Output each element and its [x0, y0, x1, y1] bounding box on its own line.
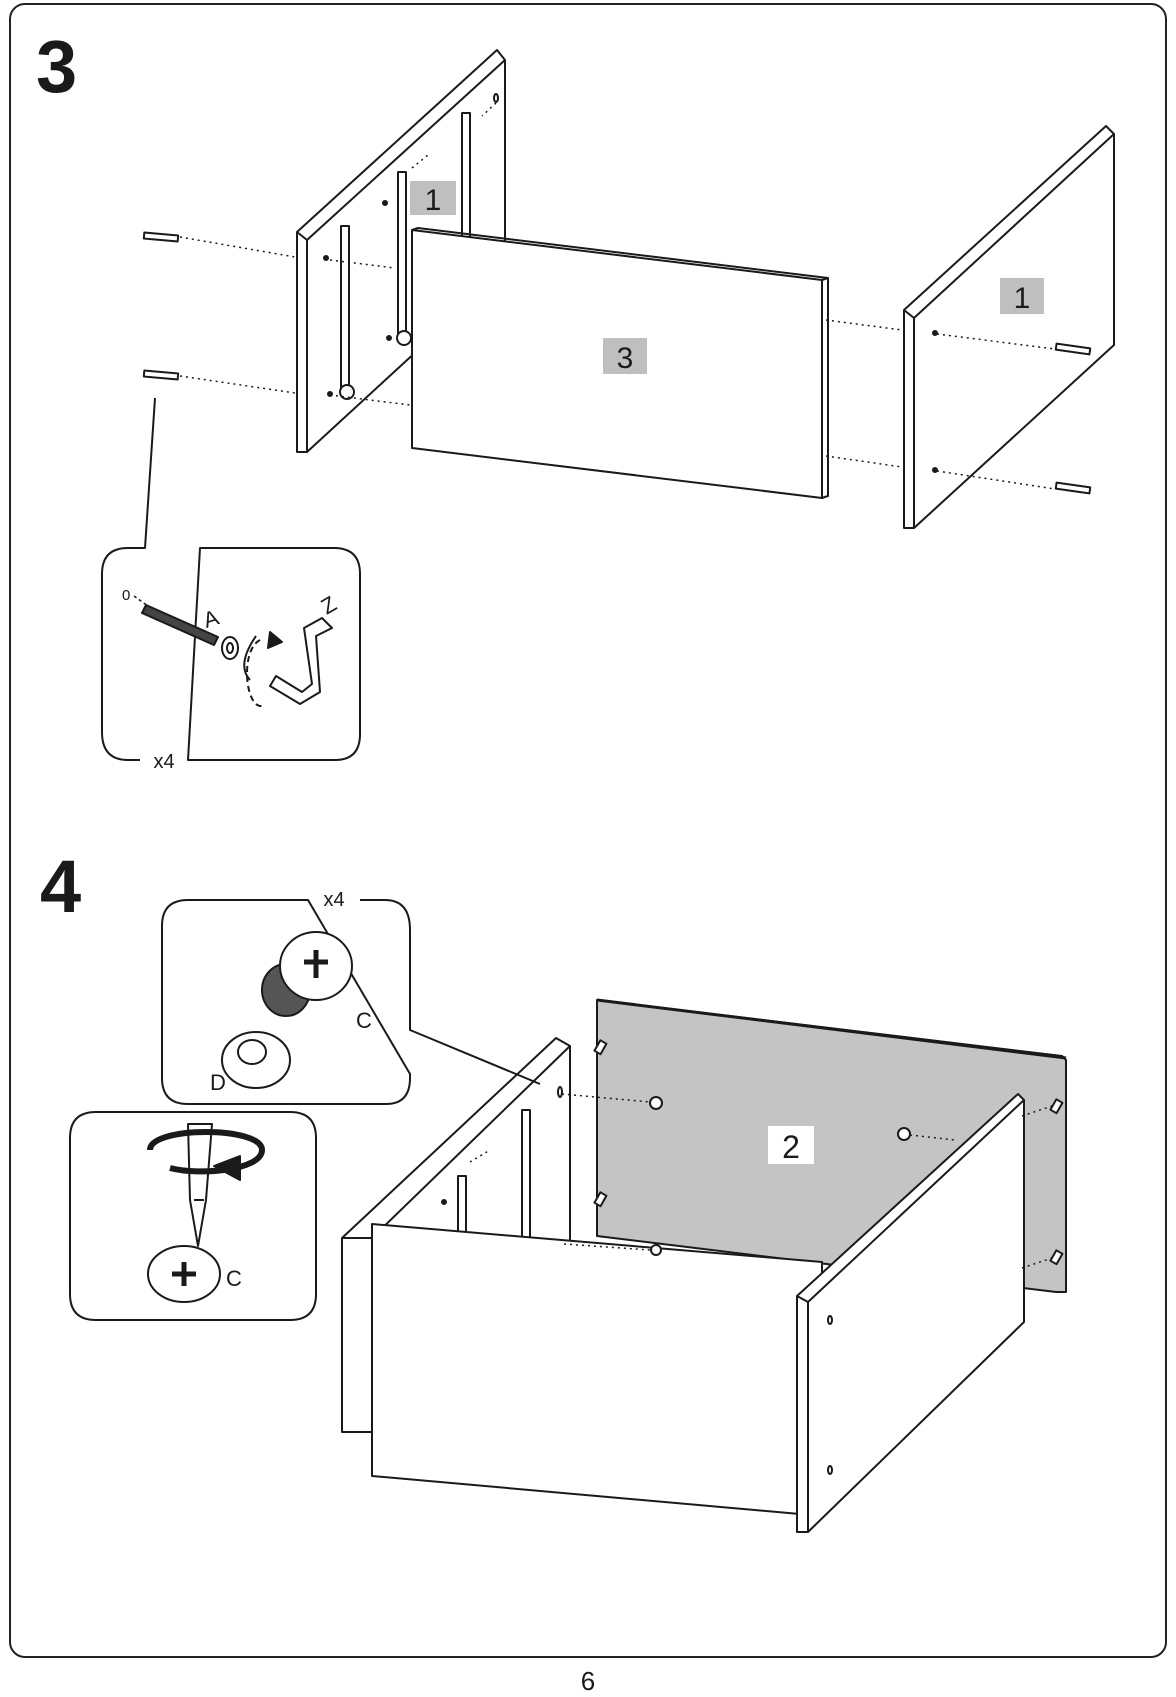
- cam-c-label: C: [356, 1008, 372, 1033]
- step-3-detail-callout: 0 A Z x4: [101, 397, 361, 773]
- part-label-box-front: [603, 338, 647, 374]
- part-label-side-left: 1: [425, 184, 442, 217]
- step-4-cam-callout: x4 C D: [161, 889, 541, 1105]
- screwdriver-cam-c-label: C: [226, 1266, 242, 1291]
- right-side-panel: [903, 125, 1115, 529]
- step-4-cam-quantity: x4: [323, 889, 344, 911]
- step-4-number: 4: [40, 845, 82, 928]
- step-3-drawing: 1 3 1: [101, 49, 1115, 773]
- rotation-arrow-icon: [267, 631, 283, 649]
- step-4-right-side: [796, 1093, 1025, 1533]
- key-z-label: Z: [317, 591, 341, 619]
- left-side-panel: [296, 49, 506, 453]
- part-label-box-back: [768, 1126, 814, 1164]
- part-label-front-panel: 3: [617, 342, 634, 375]
- step-3-quantity: x4: [153, 751, 174, 773]
- dowel-d-icon: [221, 1031, 291, 1089]
- step-3-number: 3: [36, 25, 78, 108]
- part-label-box-side-right: [1000, 278, 1044, 314]
- step-4-fittings: [593, 1039, 1064, 1266]
- screwdriver-icon: [187, 1123, 213, 1247]
- dowel-d-label: D: [210, 1070, 226, 1095]
- cam-turn-icon: [147, 1245, 221, 1303]
- step-4-drawing: 2: [69, 889, 1067, 1533]
- step-3-guide-lines: [179, 102, 1056, 490]
- part-label-back-panel: 2: [782, 1129, 800, 1165]
- step-4-front-panel: [371, 1223, 823, 1517]
- screw-a-label: A: [200, 605, 222, 633]
- rotation-arrow-icon: [213, 1155, 241, 1181]
- allen-key-z-icon: [269, 617, 333, 705]
- part-label-box-side-left: [410, 181, 456, 215]
- step-4-guide-lines: [469, 1093, 1053, 1269]
- page-number: 6: [580, 1666, 596, 1696]
- step-4-screwdriver-callout: C: [69, 1111, 317, 1321]
- screw-a-icon: [141, 604, 239, 660]
- step-3-screws: [142, 231, 1092, 495]
- part-label-side-right: 1: [1014, 282, 1031, 315]
- page-frame: [9, 3, 1167, 1658]
- cam-lock-icon: [261, 931, 353, 1017]
- svg-text:0: 0: [122, 587, 130, 604]
